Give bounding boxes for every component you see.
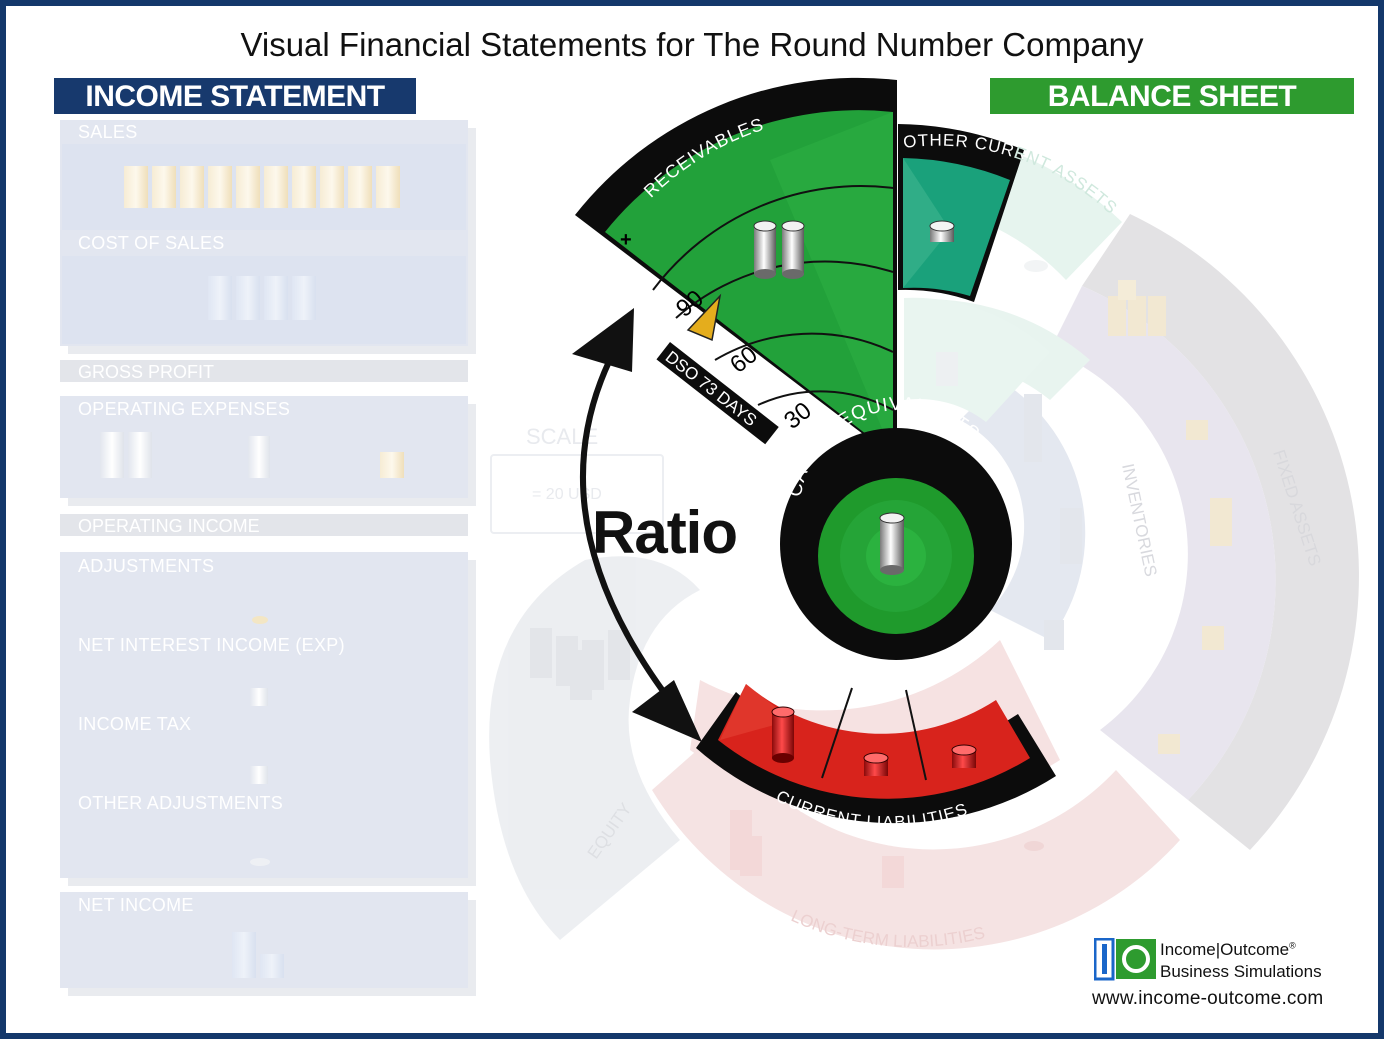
operating-income-label: OPERATING INCOME xyxy=(78,516,260,536)
ratio-arrow xyxy=(572,308,702,742)
opex-cylinders xyxy=(100,432,404,478)
balance-sheet-header: BALANCE SHEET xyxy=(990,78,1354,114)
income-outcome-logo xyxy=(1094,938,1156,981)
brand-url: www.income-outcome.com xyxy=(1092,988,1324,1009)
current-liabilities-segment: CURRENT LIABILITIES xyxy=(696,684,1056,832)
receivables-cylinders xyxy=(753,220,805,279)
net-income-cylinders xyxy=(232,932,284,978)
page-title: Visual Financial Statements for The Roun… xyxy=(240,26,1144,63)
receivables-segment: RECEIVABLES + 90 60 30 xyxy=(575,77,897,461)
sales-cylinders xyxy=(124,166,400,208)
adjustments-panel: ADJUSTMENTS NET INTEREST INCOME (EXP) IN… xyxy=(60,552,468,878)
cash-segment: CASH & EQUIVALENTS xyxy=(780,394,1012,660)
gross-profit-label: GROSS PROFIT xyxy=(78,362,215,382)
operating-income-strip: OPERATING INCOME xyxy=(60,514,468,536)
adjustments-label: ADJUSTMENTS xyxy=(78,556,215,576)
tax-cylinder xyxy=(250,688,268,706)
ratio-label: Ratio xyxy=(592,499,738,566)
long-term-liabilities-segment: LONG-TERM LIABILITIES xyxy=(652,730,1180,951)
net-income-label: NET INCOME xyxy=(78,895,194,915)
brand-name-line1: Income|Outcome® xyxy=(1160,940,1296,959)
dso-tick-30: 30 xyxy=(779,397,817,435)
other-current-assets-faded xyxy=(904,154,1122,422)
net-interest-label: NET INTEREST INCOME (EXP) xyxy=(78,635,345,655)
dso-pointer-icon xyxy=(686,293,722,342)
arrow-head-bottom-icon xyxy=(632,680,702,742)
inventories-label: INVENTORIES xyxy=(1118,462,1160,578)
other-adj-cylinder xyxy=(250,766,268,784)
operating-expenses-label: OPERATING EXPENSES xyxy=(78,399,291,419)
sales-label: SALES xyxy=(78,122,138,142)
arrow-head-top-icon xyxy=(572,308,634,372)
income-statement-header: INCOME STATEMENT xyxy=(54,78,416,114)
cost-of-sales-cylinders xyxy=(208,276,316,320)
gross-profit-strip: GROSS PROFIT xyxy=(60,360,468,382)
equity-segment: EQUITY xyxy=(489,556,700,940)
other-adjustments-label: OTHER ADJUSTMENTS xyxy=(78,793,284,813)
other-adj-cylinder-2 xyxy=(250,858,270,866)
brand-name-line2: Business Simulations xyxy=(1160,962,1322,981)
fixed-assets-segment: FIXED ASSETS xyxy=(1050,214,1359,850)
plus-sign: + xyxy=(620,229,632,251)
income-tax-label: INCOME TAX xyxy=(78,714,192,734)
cost-of-sales-label: COST OF SALES xyxy=(78,233,225,253)
scale-box xyxy=(490,454,664,534)
interest-cylinder xyxy=(252,616,268,624)
